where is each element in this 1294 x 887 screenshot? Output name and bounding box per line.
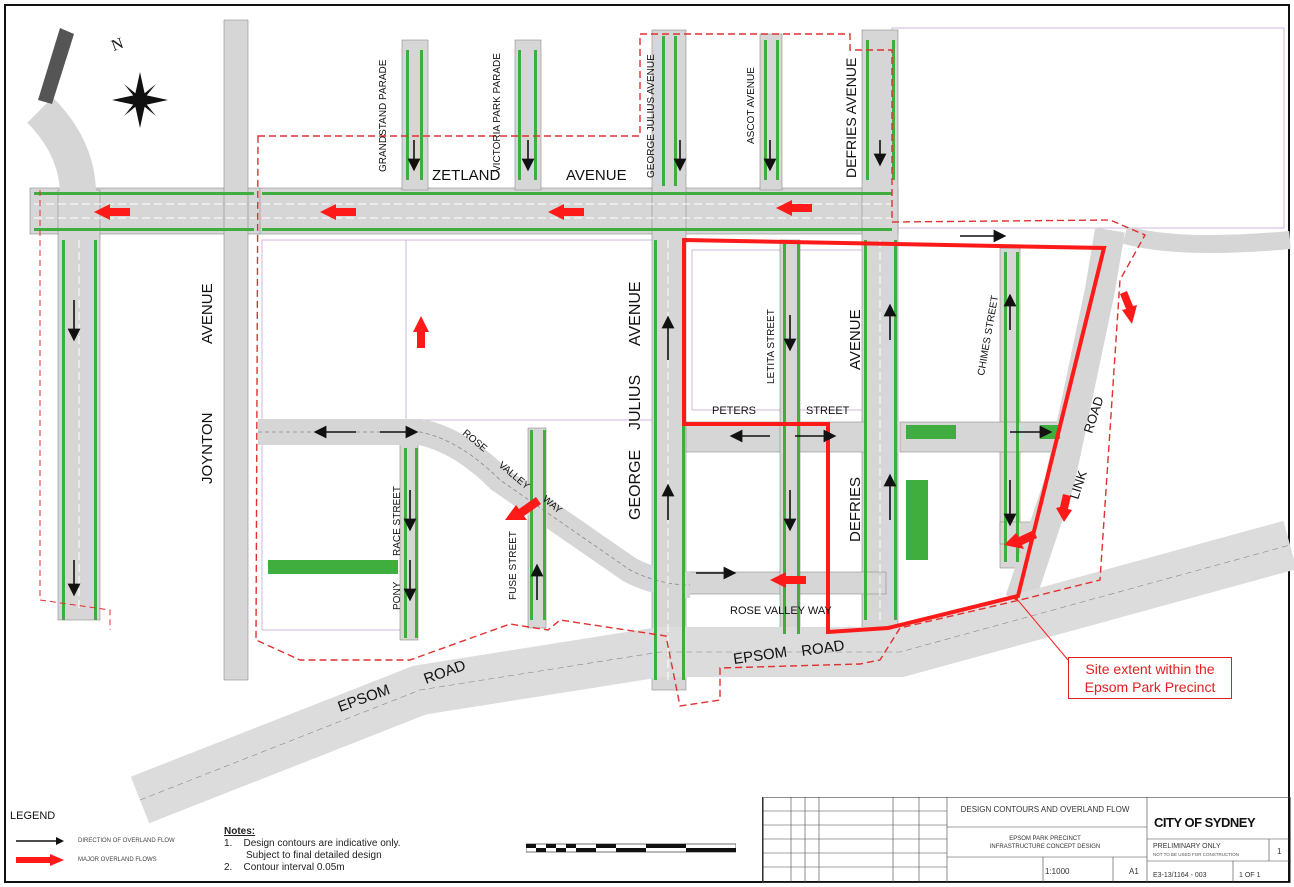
black-arrow-icon — [16, 837, 64, 845]
project-line-1: EPSOM PARK PRECINCT — [1009, 836, 1081, 842]
legend-direction-label: DIRECTION OF OVERLAND FLOW — [78, 838, 175, 844]
sheet-border — [4, 4, 1290, 883]
notes-block: Notes: 1. Design contours are indicative… — [224, 826, 401, 874]
label-defries-avenue-north: DEFRIES AVENUE — [843, 58, 859, 178]
callout-leader — [1015, 597, 1069, 661]
label-race-street: RACE STREET — [392, 486, 403, 556]
lane-markings — [34, 203, 892, 680]
label-george: GEORGE — [627, 450, 644, 520]
label-defries: DEFRIES — [847, 477, 864, 542]
label-joynton: JOYNTON — [199, 413, 216, 484]
label-joynton-avenue: AVENUE — [199, 283, 216, 344]
title-block: DESIGN CONTOURS AND OVERLAND FLOW EPSOM … — [762, 797, 1291, 883]
label-letita-street: LETITA STREET — [766, 309, 777, 384]
city-of-sydney-logo: CITY OF SYDNEY — [1154, 815, 1256, 830]
drawing-number: E3-13/1164 - 003 — [1153, 872, 1207, 879]
label-julius: JULIUS — [627, 375, 644, 430]
label-peters: PETERS — [712, 405, 756, 417]
legend-major-label: MAJOR OVERLAND FLOWS — [78, 857, 157, 863]
label-fuse-street: FUSE STREET — [508, 531, 519, 600]
legend-row-major: MAJOR OVERLAND FLOWS — [14, 854, 157, 866]
project-line-2: INFRASTRUCTURE CONCEPT DESIGN — [989, 844, 1101, 850]
status-subtext: NOT TO BE USED FOR CONSTRUCTION — [1153, 852, 1240, 857]
status-text: PRELIMINARY ONLY — [1153, 843, 1221, 850]
label-grandstand-parade: GRANDSTAND PARADE — [378, 59, 389, 172]
site-extent-callout: Site extent within the Epsom Park Precin… — [1068, 657, 1232, 699]
scale-bar — [525, 828, 737, 868]
note-2-num: 2. — [224, 862, 233, 873]
north-arrow: N — [38, 28, 168, 128]
red-arrow-icon — [16, 854, 64, 866]
site-extent-boundary — [682, 237, 1107, 635]
drawing-scale: 1:1000 — [1045, 867, 1070, 876]
project-name: EPSOM PARK PRECINCT INFRASTRUCTURE CONCE… — [947, 835, 1143, 851]
callout-line-1: Site extent within the — [1085, 661, 1215, 677]
note-1-line-2: Subject to final detailed design — [246, 850, 382, 861]
green-verges — [34, 36, 1060, 680]
label-ascot-avenue: ASCOT AVENUE — [746, 67, 757, 144]
label-rose-valley-way-south: ROSE VALLEY WAY — [730, 605, 832, 617]
label-zetland-avenue: AVENUE — [566, 167, 627, 184]
study-area-boundary — [255, 33, 1146, 707]
sheet-size: A1 — [1129, 867, 1139, 876]
notes-heading: Notes: — [224, 826, 256, 837]
label-pony: PONY — [392, 581, 403, 610]
link-road-road — [1005, 227, 1125, 605]
label-avenue-defries: AVENUE — [847, 309, 864, 370]
label-victoria-park-parade: VICTORIA PARK PARADE — [492, 53, 503, 172]
sheet-number: 1 OF 1 — [1239, 872, 1261, 879]
label-epsom-road-2b: ROAD — [800, 637, 845, 660]
overland-flow-arrows — [67, 140, 1053, 602]
drawing-title: DESIGN CONTOURS AND OVERLAND FLOW — [960, 805, 1130, 814]
note-1: 1. Design contours are indicative only. — [224, 838, 401, 850]
callout-line-2: Epsom Park Precinct — [1084, 679, 1216, 695]
revision: 1 — [1277, 847, 1282, 856]
note-2-line-1: Contour interval 0.05m — [243, 862, 345, 873]
label-zetland: ZETLAND — [432, 167, 501, 184]
label-george-julius-avenue: AVENUE — [627, 281, 644, 346]
major-flow-arrows — [94, 200, 1137, 588]
note-1-line-1: Design contours are indicative only. — [243, 838, 401, 849]
label-peters-street: STREET — [806, 405, 850, 417]
legend-row-direction: DIRECTION OF OVERLAND FLOW — [14, 837, 175, 845]
note-2: 2. Contour interval 0.05m — [224, 862, 401, 874]
legend-title: LEGEND — [10, 810, 56, 822]
label-george-julius-avenue-north: GEORGE JULIUS AVENUE — [646, 54, 657, 178]
note-1-num: 1. — [224, 838, 233, 849]
